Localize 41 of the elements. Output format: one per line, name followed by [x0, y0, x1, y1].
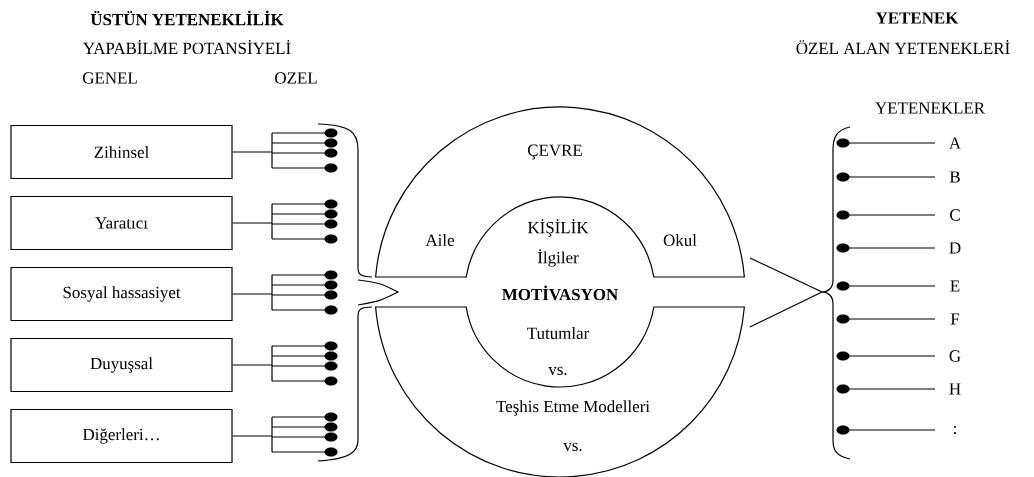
item-letter: H [949, 383, 961, 395]
heading: ÜSTÜN YETENEKLİLİK [90, 10, 284, 26]
process-box: Yaratıcı [10, 195, 233, 251]
connector-line [232, 222, 273, 224]
item-letter: F [950, 313, 960, 325]
comb-drawing [271, 199, 338, 244]
ring-label: ÇEVRE [527, 144, 582, 160]
process-box: Zihinsel [10, 124, 233, 180]
heading: YETENEK [875, 12, 959, 24]
ring-label: vs. [563, 442, 582, 452]
item-letter: : [954, 425, 956, 435]
comb-drawing [271, 270, 338, 315]
connector-line [232, 364, 273, 366]
comb-drawing [271, 128, 338, 173]
item-letter: G [949, 350, 961, 362]
comb-drawing [271, 412, 338, 457]
process-box: Diğerleri… [10, 408, 233, 464]
ring-label: İlgiler [537, 249, 579, 267]
subheading: YAPABİLME POTANSİYELİ [83, 39, 291, 55]
item-letter: E [950, 280, 960, 292]
process-box: Duyuşsal [10, 337, 233, 393]
item-letter: D [949, 242, 961, 254]
connector-line [232, 435, 273, 437]
ring-label: Tutumlar [527, 327, 590, 339]
item-letter: C [950, 209, 960, 221]
item-letter: B [949, 171, 960, 183]
ring-label: Aile [425, 234, 454, 246]
column-heading: GENEL [82, 72, 137, 84]
column-heading: OZEL [275, 72, 317, 84]
ring-label: MOTİVASYON [502, 285, 618, 301]
subheading: ÖZEL ALAN YETENEKLERİ [796, 39, 1010, 55]
connector-line [232, 293, 273, 295]
ring-label: vs. [548, 366, 567, 376]
ring-label: Teşhis Etme Modelleri [496, 400, 650, 416]
column-heading: YETENEKLER [875, 102, 985, 114]
ring-label: Okul [663, 234, 697, 246]
ring-label: KİŞİLİK [527, 219, 589, 237]
comb-drawing [271, 341, 338, 386]
process-box: Sosyal hassasiyet [10, 266, 233, 322]
connector-line [232, 151, 273, 153]
item-letter: A [949, 137, 961, 149]
